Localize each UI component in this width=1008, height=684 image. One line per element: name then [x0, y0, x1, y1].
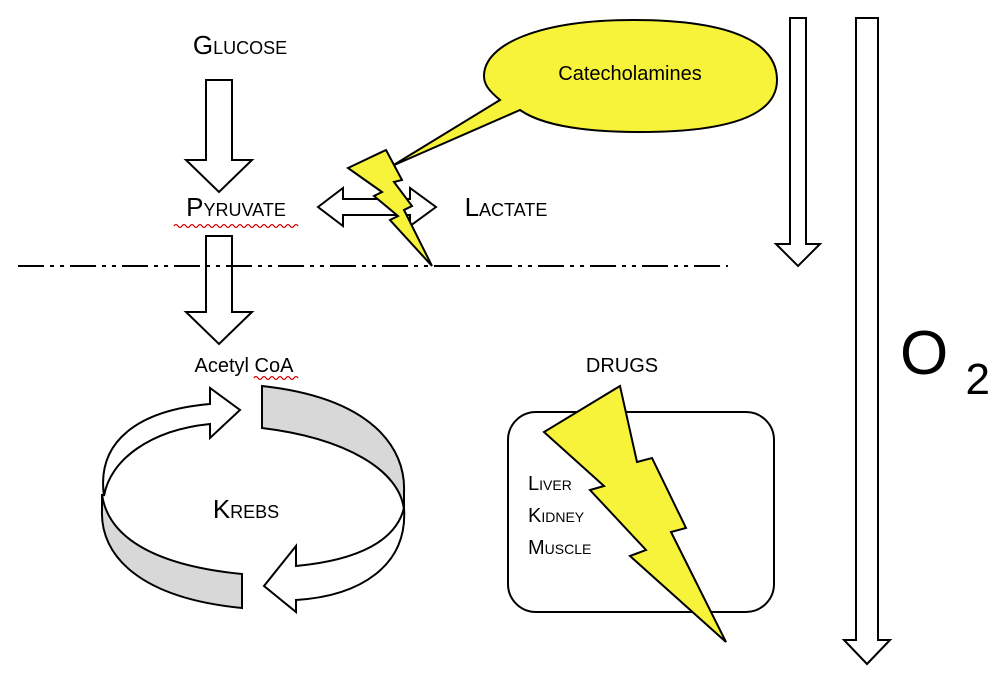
- pyruvate-label: Pyruvate: [186, 192, 286, 222]
- organ-muscle: Muscle: [528, 537, 591, 559]
- krebs-label: Krebs: [213, 494, 279, 524]
- pyruvate-spellcheck-underline: [173, 223, 299, 229]
- lightning-bolt-icon: [346, 148, 433, 267]
- coa-spellcheck-underline: [253, 375, 299, 381]
- arrow-glucose-to-pyruvate: [183, 79, 255, 194]
- catecholamines-label: Catecholamines: [558, 63, 701, 85]
- oxygen-subscript: 2: [965, 355, 989, 404]
- oxygen-label: O 2: [900, 319, 990, 404]
- organ-liver: Liver: [528, 473, 572, 495]
- glucose-label: Glucose: [193, 30, 287, 60]
- krebs-band-right: [261, 384, 406, 511]
- drugs-lightning-bolt-icon: [542, 384, 727, 643]
- oxygen-arrow-long: [841, 17, 893, 666]
- oxygen-symbol: O: [900, 319, 948, 388]
- drugs-label: DRUGS: [586, 355, 658, 377]
- acetyl-coa-label: Acetyl CoA: [195, 355, 295, 377]
- catecholamines-bubble: [391, 18, 779, 167]
- krebs-band-left: [100, 493, 243, 610]
- krebs-arrow-top: [102, 386, 242, 497]
- lactate-label: Lactate: [465, 192, 548, 222]
- arrow-pyruvate-lactate: [316, 185, 438, 229]
- organ-kidney: Kidney: [528, 505, 585, 527]
- oxygen-arrow-short: [773, 17, 823, 268]
- arrow-pyruvate-to-acetylcoa: [183, 235, 255, 346]
- krebs-arrow-bottom: [262, 507, 406, 615]
